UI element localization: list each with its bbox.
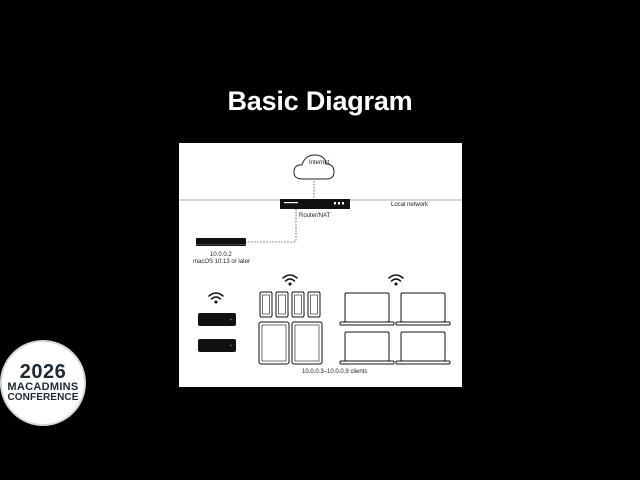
- wifi-icon: [208, 292, 224, 304]
- ipad-icon: [291, 321, 323, 365]
- diagram-graphics: [179, 154, 462, 365]
- cloud-icon: [293, 154, 335, 180]
- internet-label: Internet: [309, 160, 330, 166]
- laptop-icon: [339, 331, 395, 365]
- wifi-icon: [282, 274, 298, 286]
- network-diagram: Internet Router/NAT Local network 10.0.0…: [179, 143, 462, 387]
- iphone-icon: [259, 291, 273, 318]
- logo-event: CONFERENCE: [7, 392, 79, 403]
- local-network-label: Local network: [391, 202, 429, 208]
- mac-mini-icon: [196, 238, 246, 246]
- laptop-icon: [395, 331, 451, 365]
- logo-org: MACADMINS: [7, 381, 79, 393]
- iphone-icon: [307, 291, 321, 318]
- laptop-icon: [395, 292, 451, 326]
- cache-os-label: macOS 10.13 or later: [193, 259, 251, 265]
- apple-tv-icon: [198, 339, 236, 352]
- iphone-icon: [275, 291, 289, 318]
- logo-year: 2026: [19, 361, 67, 383]
- conference-logo: 2026 MACADMINS CONFERENCE: [0, 340, 86, 426]
- clients-label: 10.0.0.3–10.0.0.9 clients: [302, 369, 368, 375]
- iphone-icon: [291, 291, 305, 318]
- wifi-icon: [388, 274, 404, 286]
- laptop-icon: [339, 292, 395, 326]
- router-label: Router/NAT: [299, 213, 331, 219]
- ipad-icon: [258, 321, 290, 365]
- apple-tv-icon: [198, 313, 236, 326]
- cache-link: [246, 209, 297, 243]
- slide-title: Basic Diagram: [227, 86, 413, 116]
- router-icon: [280, 199, 350, 209]
- cache-ip-label: 10.0.0.2: [210, 252, 232, 258]
